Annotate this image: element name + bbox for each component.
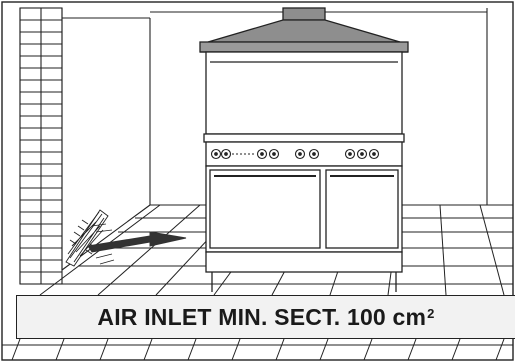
caption-text: AIR INLET MIN. SECT. 100 cm bbox=[97, 304, 426, 331]
air-vent-grille bbox=[66, 210, 108, 266]
range-cooker bbox=[204, 134, 404, 292]
extractor-hood bbox=[200, 8, 408, 52]
caption-superscript: 2 bbox=[427, 306, 434, 321]
splashback-panel bbox=[206, 52, 402, 134]
brick-wall bbox=[20, 8, 62, 284]
